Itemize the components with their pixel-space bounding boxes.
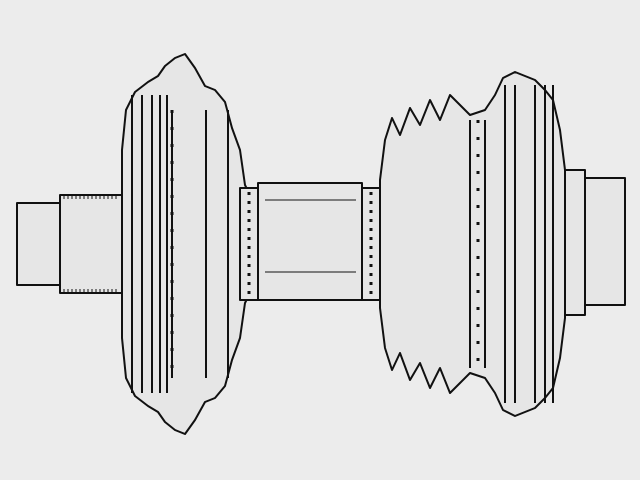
right-stub-shaft bbox=[584, 177, 626, 306]
left-spline-section bbox=[59, 194, 123, 294]
right-cv-boot bbox=[379, 71, 566, 417]
right-hub bbox=[564, 169, 586, 316]
middle-shaft bbox=[257, 182, 363, 301]
left-stub-shaft bbox=[16, 202, 61, 286]
